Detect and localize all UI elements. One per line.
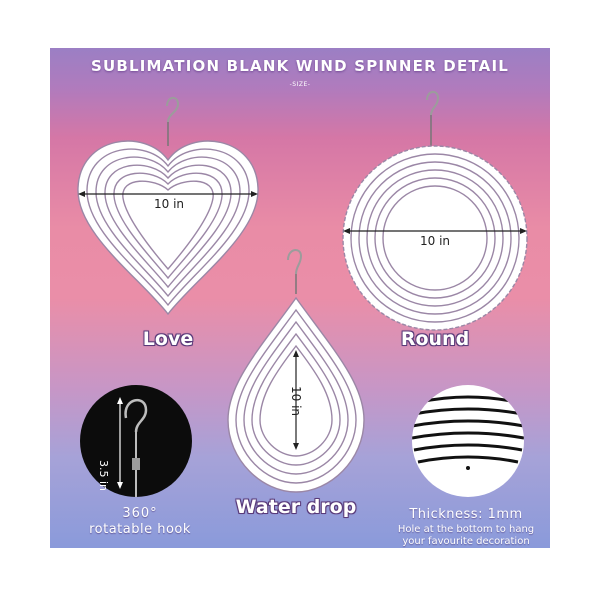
love-dimension-label: 10 in [154,197,185,211]
hook-caption-line1: 360° [122,506,158,521]
heart-spinner-icon [77,96,259,316]
round-label: Round [400,328,470,350]
product-detail-panel: SUBLIMATION BLANK WIND SPINNER DETAIL -S… [50,48,550,548]
water-drop-label: Water drop [235,496,357,518]
hook-caption-line2: rotatable hook [89,522,191,537]
round-spinner-icon [342,90,528,331]
thickness-note-line1: Hole at the bottom to hang [397,524,535,535]
page-title: SUBLIMATION BLANK WIND SPINNER DETAIL [90,57,510,75]
hook-detail-image [80,385,192,497]
spinner-artwork [77,90,528,497]
size-subtitle: -SIZE- [289,81,311,88]
round-dimension-label: 10 in [420,234,451,248]
water-drop-spinner-icon [227,249,365,493]
thickness-title: Thickness: 1mm [409,507,523,522]
thickness-note-line2: your favourite decoration [402,536,530,547]
love-label: Love [142,328,194,350]
water-drop-dimension-label: 10 in [289,386,303,417]
thickness-detail-image [412,385,524,497]
hook-dimension-label: 3.5 in [97,460,110,492]
